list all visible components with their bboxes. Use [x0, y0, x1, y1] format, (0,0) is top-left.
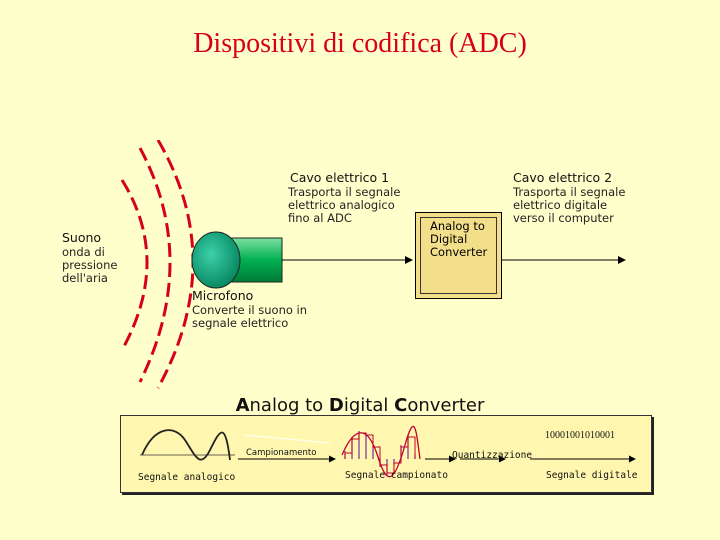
quantization-label: Quantizzazione — [452, 450, 533, 461]
analog-wave — [141, 429, 231, 461]
analog-signal-label: Segnale analogico — [138, 472, 236, 483]
quantized-wave — [344, 432, 416, 474]
page-title: Dispositivi di codifica (ADC) — [193, 28, 527, 59]
microphone-label: Microfono — [192, 288, 254, 303]
adc-heading: Analog to Digital Converter — [235, 395, 485, 416]
conversion-diagram — [140, 425, 636, 478]
sampling-label: Campionamento — [246, 448, 317, 458]
sound-label: Suono — [62, 230, 102, 245]
cable1-description: Trasporta il segnale elettrico analogico… — [288, 185, 401, 225]
digital-bits: 10001001010001 — [545, 430, 615, 441]
microphone-icon — [191, 231, 283, 289]
sound-description: onda di pressione dell'aria — [62, 245, 118, 285]
cable2-label: Cavo elettrico 2 — [513, 170, 613, 185]
adc-box-label: Analog to Digital Converter — [430, 219, 488, 259]
digital-signal-label: Segnale digitale — [546, 470, 638, 481]
cable2-description: Trasporta il segnale elettrico digitale … — [513, 185, 626, 225]
cable1-label: Cavo elettrico 1 — [290, 170, 390, 185]
microphone-description: Converte il suono in segnale elettrico — [192, 303, 308, 330]
sampled-signal-label: Segnale campionato — [345, 470, 448, 481]
adc-box — [415, 212, 502, 299]
conversion-panel — [120, 415, 652, 493]
